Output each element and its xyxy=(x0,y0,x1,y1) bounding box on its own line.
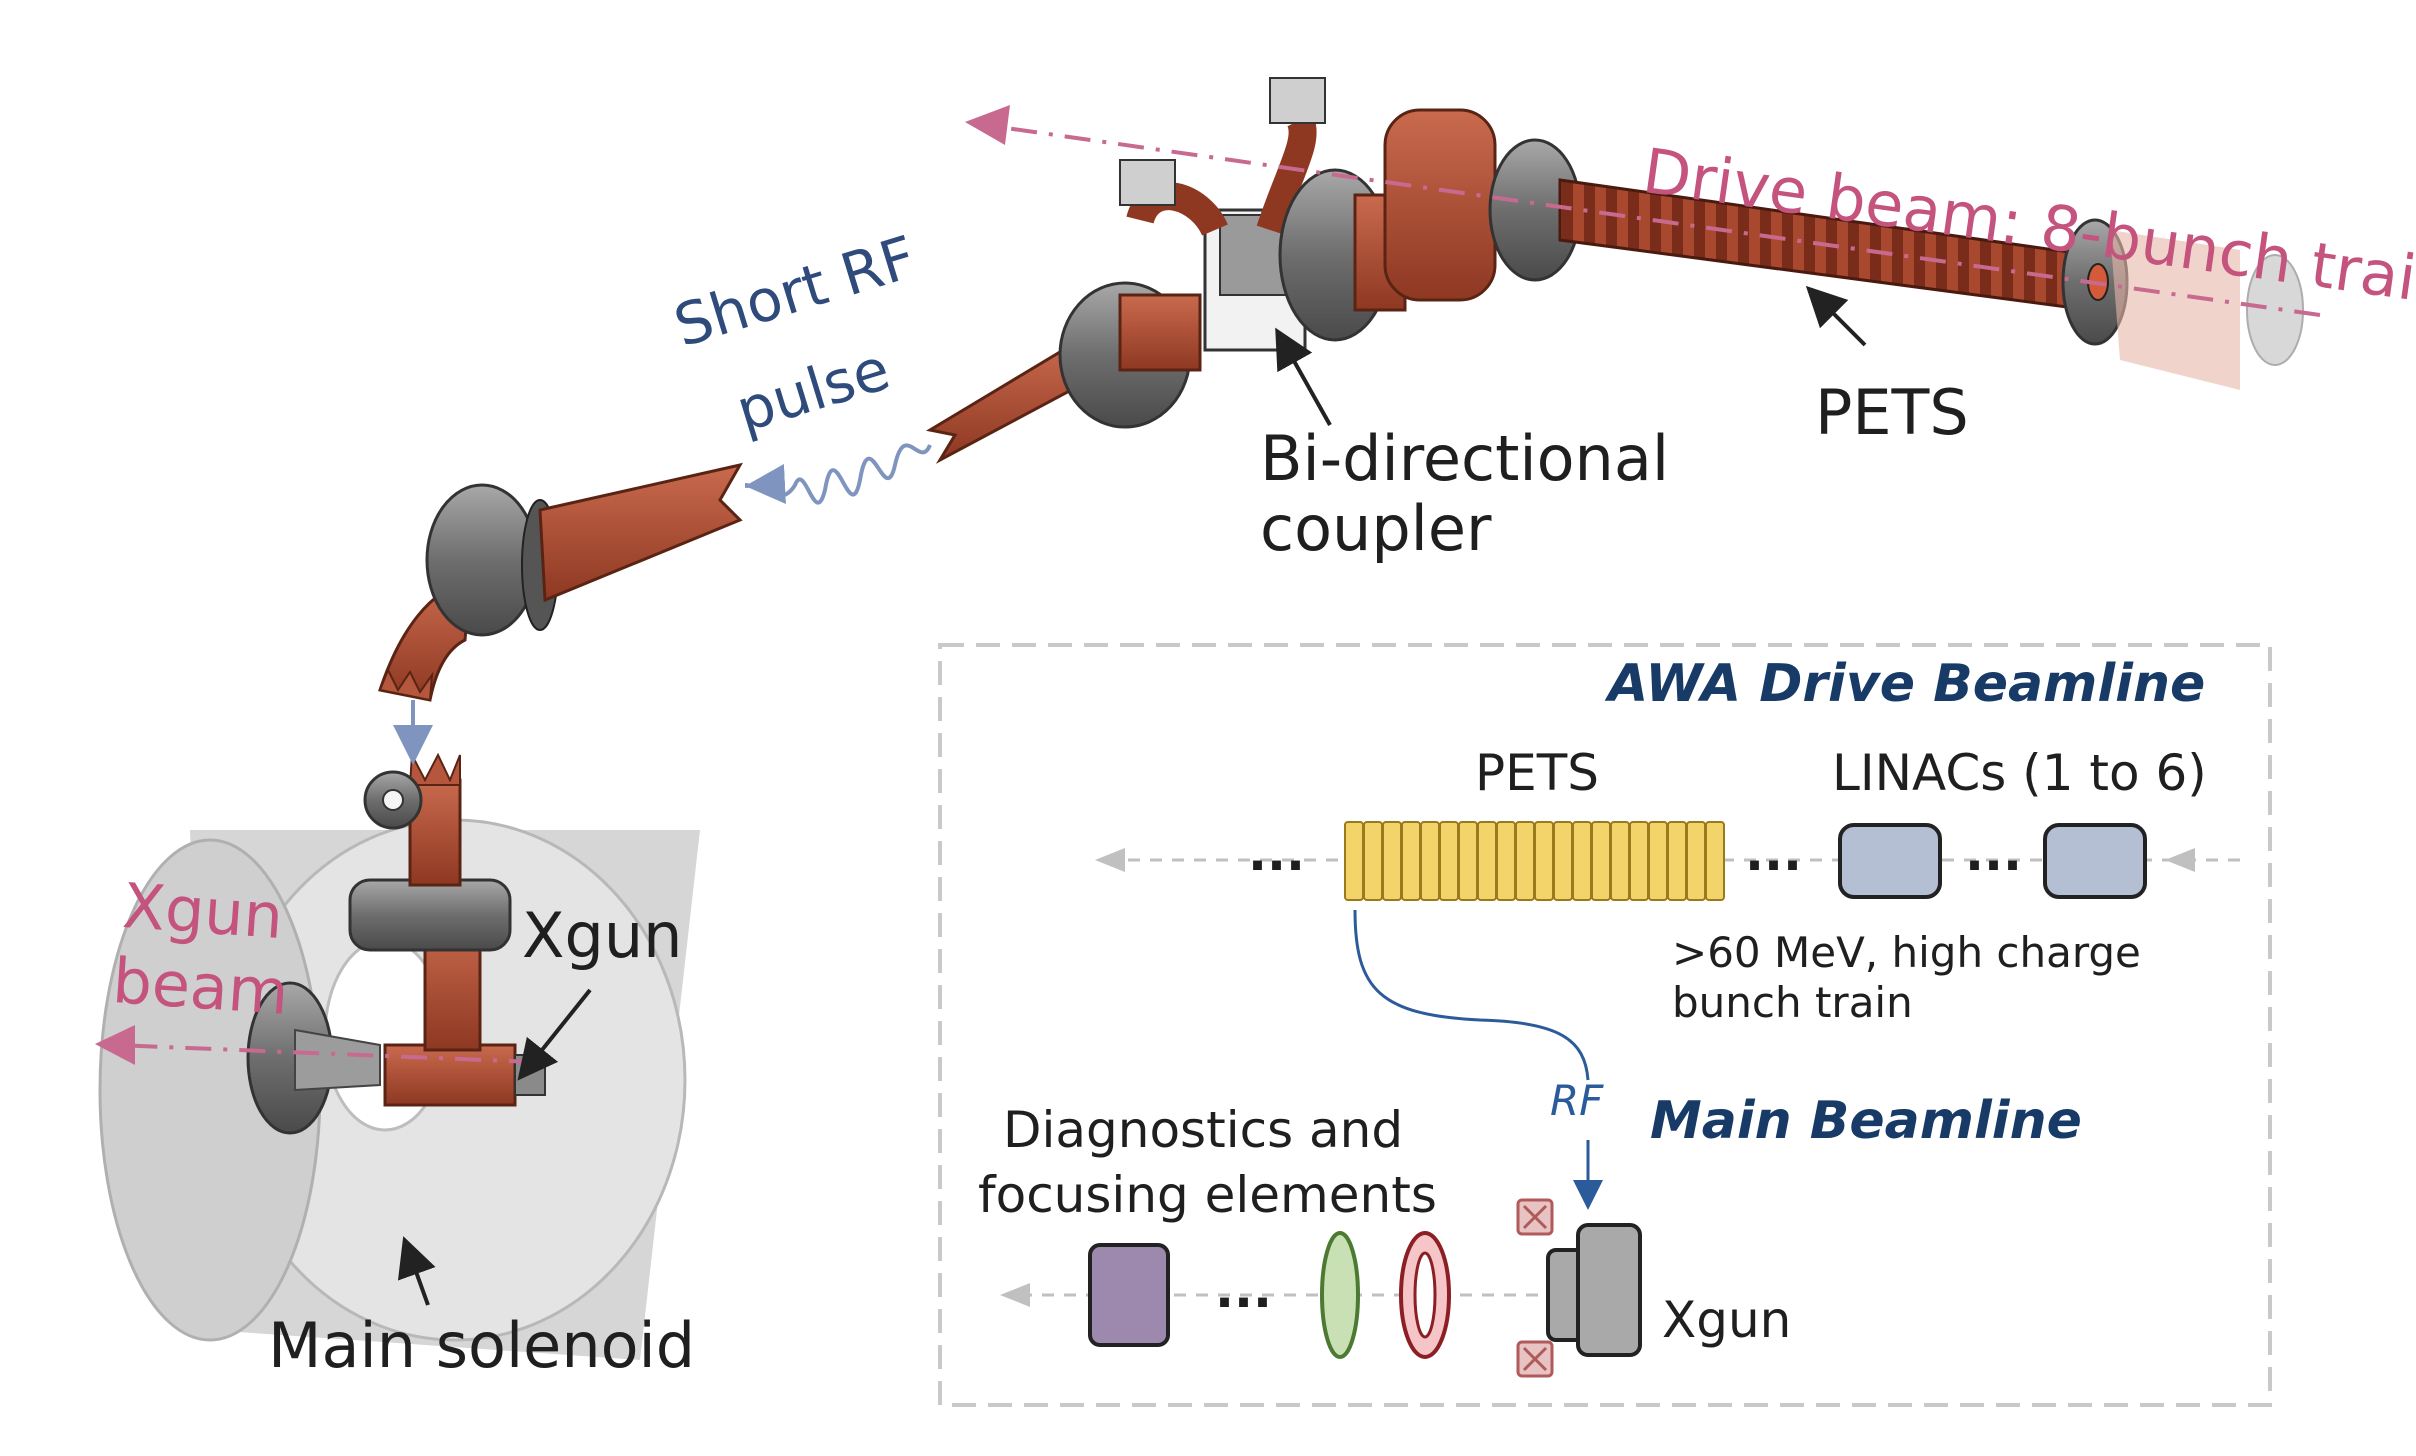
pets-cell xyxy=(1553,821,1573,901)
bidir-label-line2: coupler xyxy=(1260,492,1492,565)
pets-cell xyxy=(1591,821,1611,901)
pets-cell xyxy=(1458,821,1478,901)
solenoid-coil-bottom xyxy=(1516,1340,1554,1378)
short-rf-wave xyxy=(744,443,932,505)
bidir-pointer xyxy=(1275,327,1332,426)
linac-box-1 xyxy=(1838,823,1942,899)
pets-cell xyxy=(1629,821,1649,901)
petts-3d-label: PETS xyxy=(1815,376,1969,449)
pets-cell xyxy=(1439,821,1459,901)
pets-cell xyxy=(1534,821,1554,901)
ellipsis-left: ... xyxy=(1248,824,1305,882)
pets-cell xyxy=(1382,821,1402,901)
rf-label: RF xyxy=(1550,1076,1604,1125)
petts-pointer xyxy=(1805,285,1867,347)
drive-beamline-title: AWA Drive Beamline xyxy=(1608,654,2206,714)
bidir-label-line1: Bi-directional xyxy=(1260,422,1670,495)
pets-cell xyxy=(1420,821,1440,901)
focusing-lens xyxy=(1320,1231,1360,1359)
main-solenoid-label: Main solenoid xyxy=(268,1309,696,1382)
drive-beam-arrow xyxy=(984,123,2321,317)
pets-cell xyxy=(1572,821,1592,901)
pets-cell xyxy=(1648,821,1668,901)
main-axis-arrowhead xyxy=(1000,1283,1030,1307)
diagnostics-label-line2: focusing elements xyxy=(978,1166,1437,1224)
pets-cell xyxy=(1610,821,1630,901)
xgun-schematic-label: Xgun xyxy=(1662,1291,1792,1349)
solenoid-coil-top xyxy=(1516,1198,1554,1236)
xgun-beam-label-line1: Xgun xyxy=(120,869,286,954)
pets-cell xyxy=(1344,821,1364,901)
pets-schematic xyxy=(1344,821,1725,901)
pets-cell xyxy=(1705,821,1725,901)
xgun-beam-label-line2: beam xyxy=(110,944,291,1030)
pets-cell xyxy=(1477,821,1497,901)
energy-label-line1: >60 MeV, high charge xyxy=(1672,928,2141,977)
main-beamline-title: Main Beamline xyxy=(1650,1091,2082,1151)
pets-cell xyxy=(1667,821,1687,901)
pets-cell xyxy=(1515,821,1535,901)
xgun-beam-arrow xyxy=(114,1043,536,1064)
pets-cell xyxy=(1686,821,1706,901)
focusing-ring-inner xyxy=(1413,1251,1437,1339)
drive-axis-input-arrowhead xyxy=(2165,848,2195,872)
diagnostics-box xyxy=(1088,1243,1170,1347)
rf-feed-line xyxy=(1353,909,1590,1081)
xgun-beam-arrowhead xyxy=(95,1025,135,1065)
energy-label-line2: bunch train xyxy=(1672,978,1913,1027)
waveguide-3d xyxy=(378,77,1582,702)
solenoid-pointer xyxy=(397,1236,436,1306)
linacs-label: LINACs (1 to 6) xyxy=(1832,744,2207,802)
xgun-pointer xyxy=(517,988,592,1081)
inset-frame xyxy=(938,643,2272,1407)
short-rf-arrowhead xyxy=(744,464,786,504)
linac-box-2 xyxy=(2043,823,2147,899)
solenoid-3d xyxy=(98,818,700,1360)
drive-beam-arrowhead xyxy=(965,105,1010,145)
xgun-schematic xyxy=(1546,1223,1642,1357)
pets-cell xyxy=(1363,821,1383,901)
ellipsis-right: ... xyxy=(1965,824,2022,882)
pets-cell xyxy=(1496,821,1516,901)
ellipsis-main: ... xyxy=(1215,1261,1272,1319)
ellipsis-middle: ... xyxy=(1745,824,1802,882)
drive-axis-arrowhead xyxy=(1095,848,1125,872)
xgun-3d-label: Xgun xyxy=(522,899,683,972)
diagnostics-label-line1: Diagnostics and xyxy=(1003,1101,1404,1159)
pets-cell xyxy=(1401,821,1421,901)
pets-schematic-label: PETS xyxy=(1475,744,1600,802)
